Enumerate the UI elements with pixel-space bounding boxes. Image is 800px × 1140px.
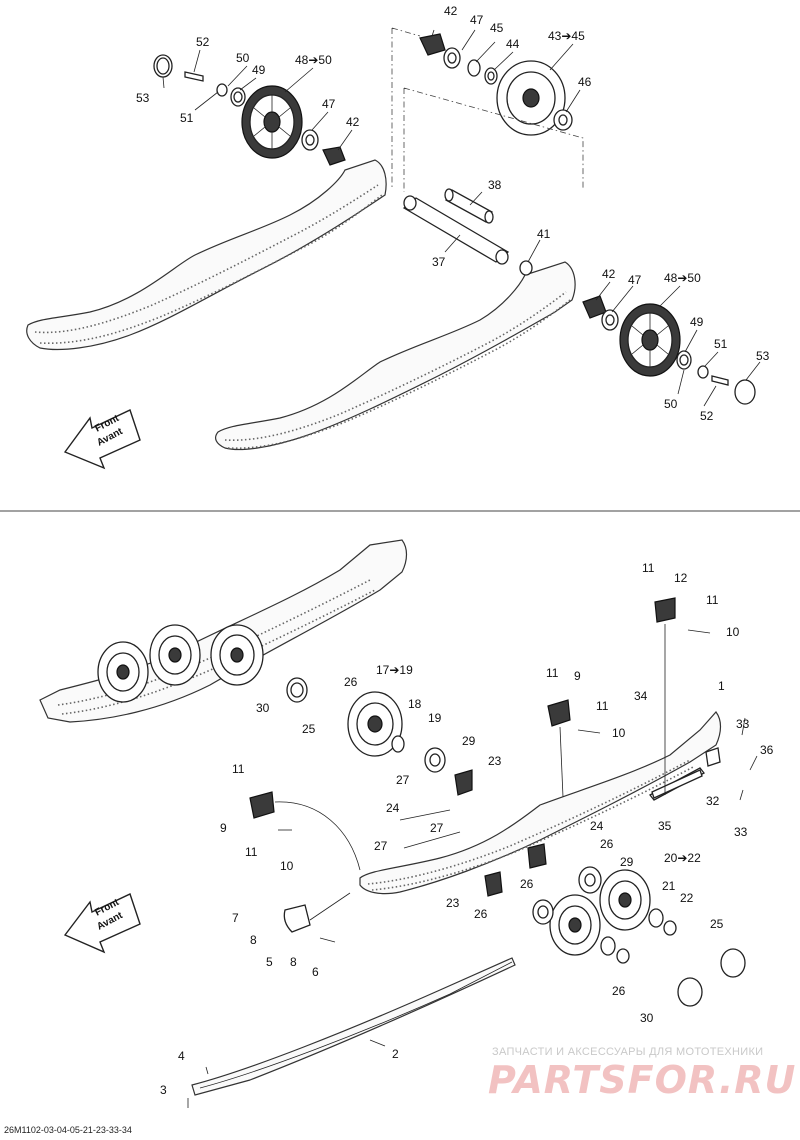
bottom-callouts: 11 12 11 10 1 34 33 36 32 33 35 11 9 11 … bbox=[160, 561, 774, 1097]
callout: 53 bbox=[136, 91, 150, 105]
callout: 47 bbox=[628, 273, 642, 287]
callout: 37 bbox=[432, 255, 446, 269]
callout: 3 bbox=[160, 1083, 167, 1097]
assembled-rail bbox=[39, 539, 408, 723]
callout: 21 bbox=[662, 879, 676, 893]
callout: 46 bbox=[578, 75, 592, 89]
callout: 24 bbox=[590, 819, 604, 833]
callout: 11 bbox=[642, 561, 655, 575]
callout: 26 bbox=[600, 837, 614, 851]
callout: 29 bbox=[620, 855, 634, 869]
callout: 7 bbox=[232, 911, 239, 925]
callout: 8 bbox=[250, 933, 257, 947]
callout: 50 bbox=[236, 51, 250, 65]
callout: 48➔50 bbox=[664, 271, 701, 285]
callout: 36 bbox=[760, 743, 774, 757]
callout: 20➔22 bbox=[664, 851, 701, 865]
callout: 30 bbox=[256, 701, 270, 715]
callout: 9 bbox=[220, 821, 227, 835]
front-arrow-top: Front Avant bbox=[63, 409, 141, 470]
callout: 43➔45 bbox=[548, 29, 585, 43]
leaders-bottom bbox=[187, 624, 758, 1108]
callout: 22 bbox=[680, 891, 694, 905]
callout: 49 bbox=[690, 315, 704, 329]
callout: 8 bbox=[290, 955, 297, 969]
callout: 52 bbox=[700, 409, 714, 423]
callout: 30 bbox=[640, 1011, 654, 1025]
front-arrow-bottom: Front Avant bbox=[63, 893, 141, 954]
callout: 47 bbox=[470, 13, 484, 27]
brackets bbox=[249, 597, 721, 933]
callout: 52 bbox=[196, 35, 210, 49]
right-rail bbox=[215, 261, 576, 451]
callout: 26 bbox=[344, 675, 358, 689]
callout: 1 bbox=[718, 679, 725, 693]
callout: 33 bbox=[736, 717, 750, 731]
callout: 27 bbox=[430, 821, 444, 835]
left-rail bbox=[26, 159, 387, 351]
callout: 11 bbox=[596, 699, 609, 713]
callout: 19 bbox=[428, 711, 442, 725]
watermark-logo: PARTSFOR.RU bbox=[488, 1058, 797, 1102]
callout: 50 bbox=[664, 397, 678, 411]
callout: 27 bbox=[374, 839, 388, 853]
slider-strip bbox=[191, 957, 516, 1096]
callout: 34 bbox=[634, 689, 648, 703]
callout: 6 bbox=[312, 965, 319, 979]
callout: 12 bbox=[674, 571, 688, 585]
callout: 48➔50 bbox=[295, 53, 332, 67]
cross-shaft bbox=[402, 188, 510, 265]
callout: 49 bbox=[252, 63, 266, 77]
top-callouts: 42 47 45 44 43➔45 46 52 53 50 49 48➔50 5… bbox=[136, 4, 770, 423]
callout: 10 bbox=[280, 859, 294, 873]
callout: 32 bbox=[706, 794, 720, 808]
callout: 23 bbox=[488, 754, 502, 768]
callout: 42 bbox=[444, 4, 458, 18]
callout: 18 bbox=[408, 697, 422, 711]
top-leaders bbox=[162, 29, 761, 407]
callout: 35 bbox=[658, 819, 672, 833]
callout: 26 bbox=[612, 984, 626, 998]
callout: 25 bbox=[710, 917, 724, 931]
callout: 38 bbox=[488, 178, 502, 192]
callout: 51 bbox=[180, 111, 194, 125]
callout: 41 bbox=[537, 227, 551, 241]
rear-wheel-assembly bbox=[391, 27, 584, 192]
callout: 11 bbox=[232, 762, 245, 776]
callout: 26 bbox=[474, 907, 488, 921]
callout: 4 bbox=[178, 1049, 185, 1063]
callout: 10 bbox=[612, 726, 626, 740]
callout: 27 bbox=[396, 773, 410, 787]
exploded-rail bbox=[359, 711, 722, 895]
callout: 11 bbox=[546, 666, 559, 680]
callout: 51 bbox=[714, 337, 728, 351]
callout: 53 bbox=[756, 349, 770, 363]
right-wheel-assembly bbox=[519, 260, 756, 405]
callout: 11 bbox=[245, 845, 258, 859]
watermark-tagline: ЗАПЧАСТИ И АКСЕССУАРЫ ДЛЯ МОТОТЕХНИКИ bbox=[492, 1046, 764, 1058]
callout: 26 bbox=[520, 877, 534, 891]
callout: 33 bbox=[734, 825, 748, 839]
callout: 23 bbox=[446, 896, 460, 910]
callout: 45 bbox=[490, 21, 504, 35]
callout: 29 bbox=[462, 734, 476, 748]
top-view: Front Avant bbox=[26, 4, 770, 470]
idler-wheels bbox=[286, 677, 746, 1007]
callout: 47 bbox=[322, 97, 336, 111]
left-wheel-assembly bbox=[153, 54, 346, 166]
callout: 44 bbox=[506, 37, 520, 51]
callout: 42 bbox=[602, 267, 616, 281]
callout: 42 bbox=[346, 115, 360, 129]
callout: 2 bbox=[392, 1047, 399, 1061]
callout: 24 bbox=[386, 801, 400, 815]
bottom-view: Front Avant 11 12 11 10 1 34 33 36 32 33… bbox=[39, 539, 774, 1108]
callout: 5 bbox=[266, 955, 273, 969]
callout: 9 bbox=[574, 669, 581, 683]
callout: 11 bbox=[706, 593, 719, 607]
figure-code: 26M1102-03-04-05-21-23-33-34 bbox=[4, 1125, 132, 1135]
callout: 10 bbox=[726, 625, 740, 639]
callout: 25 bbox=[302, 722, 316, 736]
callout: 17➔19 bbox=[376, 663, 413, 677]
